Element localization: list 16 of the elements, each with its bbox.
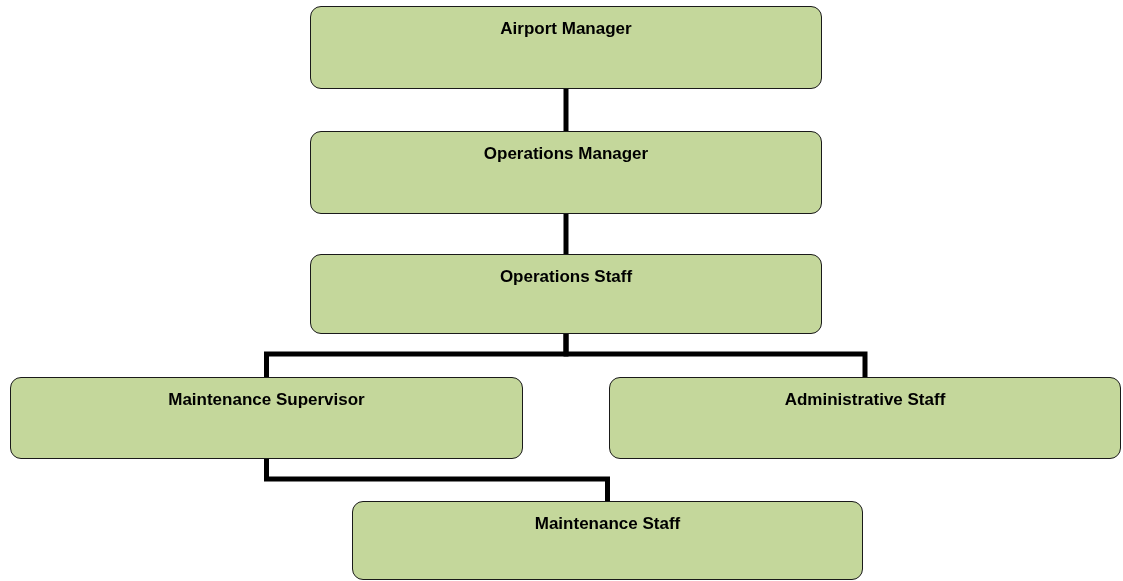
role-box [310,6,822,89]
role-box [352,501,863,580]
role-title: Maintenance Supervisor [168,390,365,410]
role-title: Maintenance Staff [534,514,681,534]
role-title: Administrative Staff [784,390,946,410]
role-box [310,254,822,334]
connector-line [264,459,610,501]
role-title: Operations Staff [499,267,633,287]
connector-line [563,89,569,131]
role-title: Airport Manager [500,19,632,39]
role-box [609,377,1121,459]
role-title: Operations Manager [483,144,649,164]
connector-line [563,334,868,377]
role-box [10,377,523,459]
role-box [310,131,822,214]
connector-line [563,214,569,254]
